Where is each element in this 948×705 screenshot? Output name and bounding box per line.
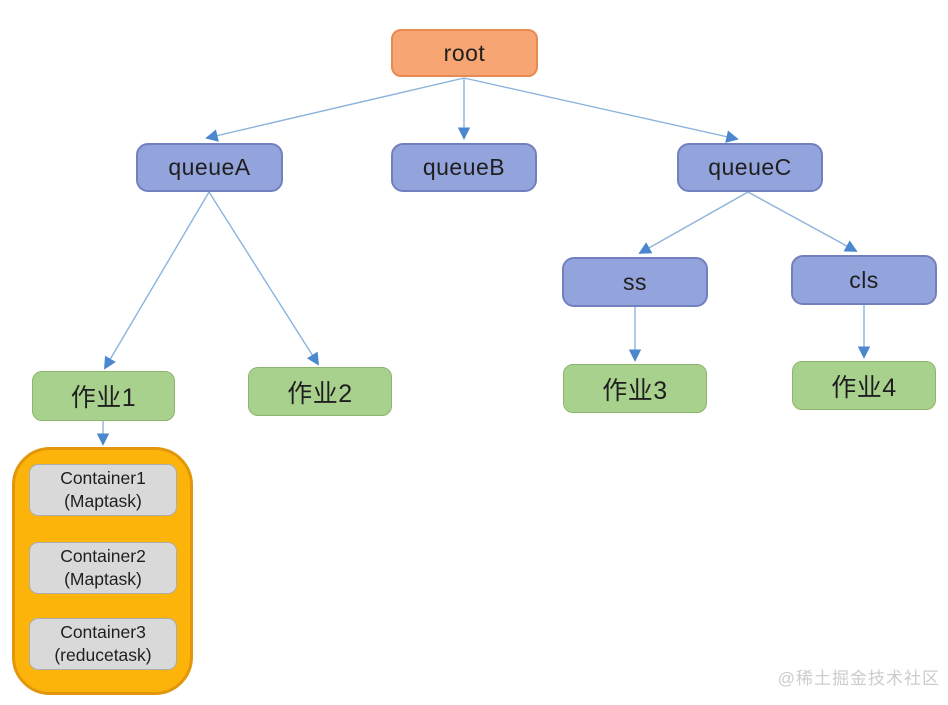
container3-name: Container3 <box>60 621 146 642</box>
container2-task: (Maptask) <box>64 569 142 589</box>
node-queueB-label: queueB <box>422 154 506 180</box>
container3-box: Container3 (reducetask) <box>29 618 177 670</box>
edge-queueC-ss <box>638 191 749 254</box>
node-job1: 作业1 <box>32 371 175 421</box>
edge-root-queueC <box>463 77 739 143</box>
container1-name: Container1 <box>60 467 146 488</box>
node-job3: 作业3 <box>563 364 707 413</box>
node-queueC: queueC <box>677 143 823 192</box>
container1-task: (Maptask) <box>64 491 142 511</box>
container2-box: Container2 (Maptask) <box>29 542 177 594</box>
node-job2-label: 作业2 <box>287 379 353 408</box>
node-root-label: root <box>443 39 486 66</box>
container2-name: Container2 <box>60 545 146 566</box>
node-queueA-label: queueA <box>168 154 251 180</box>
node-queueA: queueA <box>136 143 283 192</box>
container1-box: Container1 (Maptask) <box>29 464 177 516</box>
node-ss-label: ss <box>623 268 647 295</box>
edge-queueA-job1 <box>104 191 210 370</box>
edge-queueA-job2 <box>208 191 320 366</box>
container3-task: (reducetask) <box>54 645 152 665</box>
node-ss: ss <box>562 257 708 307</box>
node-root: root <box>391 29 538 77</box>
node-job3-label: 作业3 <box>602 376 668 405</box>
node-queueC-label: queueC <box>708 154 792 180</box>
node-job4: 作业4 <box>792 361 936 410</box>
edge-root-queueA <box>205 77 465 142</box>
node-job4-label: 作业4 <box>831 373 897 402</box>
watermark: @稀土掘金技术社区 <box>777 669 940 688</box>
node-job1-label: 作业1 <box>70 384 137 412</box>
node-cls-label: cls <box>849 266 879 293</box>
edge-queueC-cls <box>747 191 858 252</box>
node-cls: cls <box>791 255 937 305</box>
node-job2: 作业2 <box>248 367 392 416</box>
node-queueB: queueB <box>391 143 537 192</box>
